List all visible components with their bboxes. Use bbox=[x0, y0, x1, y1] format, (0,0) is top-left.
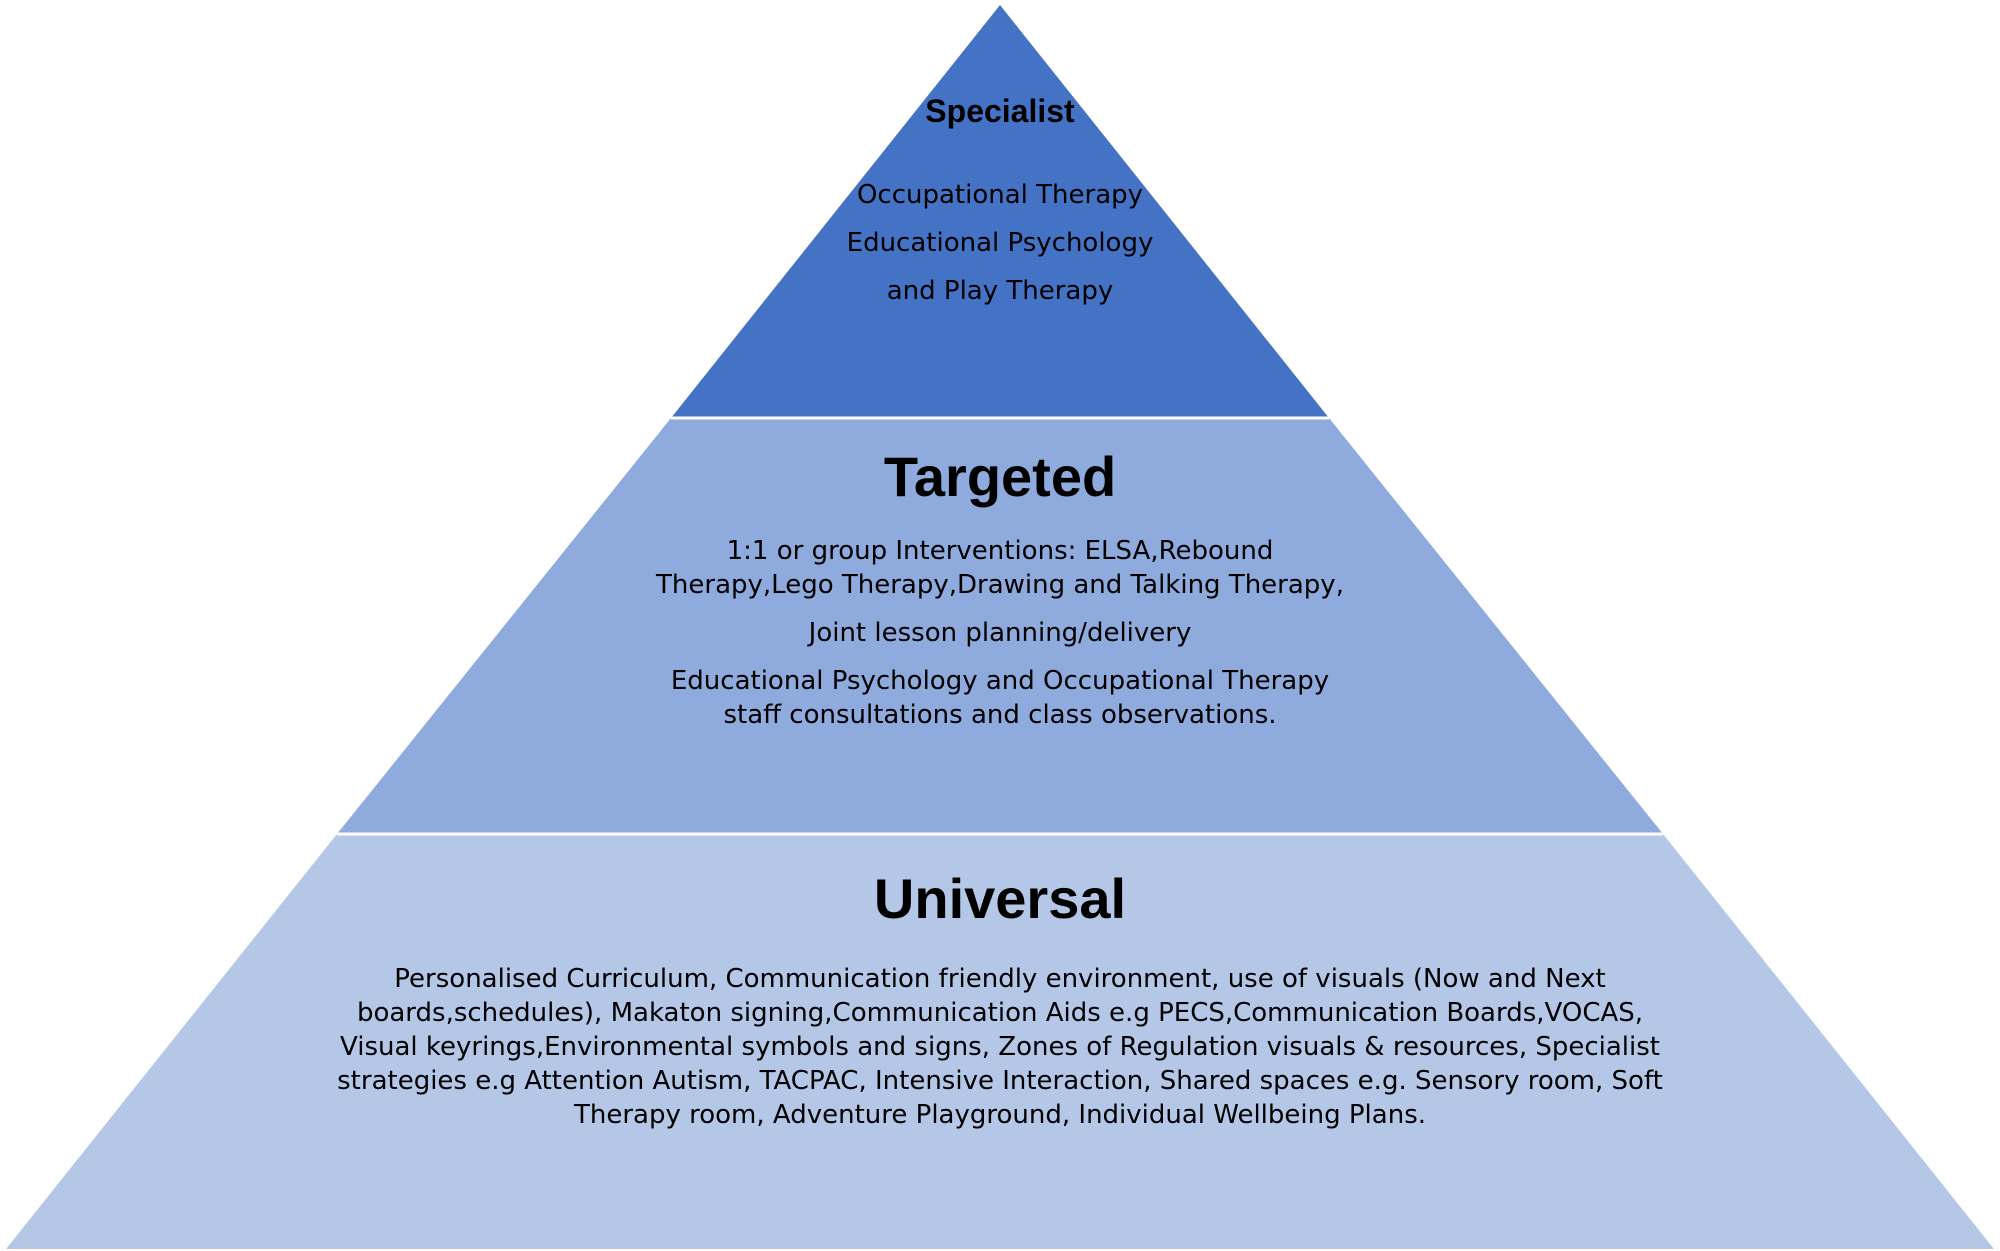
targeted-item: 1:1 or group Interventions: ELSA,Rebound… bbox=[656, 536, 1344, 600]
specialist-item: and Play Therapy bbox=[886, 276, 1114, 306]
targeted-title: Targeted bbox=[883, 445, 1117, 508]
specialist-title: Specialist bbox=[925, 93, 1075, 129]
specialist-tier: Specialist Occupational Therapy Educatio… bbox=[800, 91, 1200, 315]
specialist-items: Occupational Therapy Educational Psychol… bbox=[800, 171, 1200, 315]
universal-tier-shape bbox=[6, 834, 1994, 1249]
specialist-tier-shape bbox=[671, 5, 1329, 418]
specialist-item: Educational Psychology bbox=[846, 228, 1154, 258]
targeted-item: Educational Psychology and Occupational … bbox=[670, 666, 1330, 730]
targeted-item: Joint lesson planning/delivery bbox=[808, 618, 1192, 648]
targeted-tier: Targeted 1:1 or group Interventions: ELS… bbox=[560, 444, 1440, 746]
specialist-item: Occupational Therapy bbox=[856, 180, 1144, 210]
universal-title: Universal bbox=[873, 867, 1127, 930]
targeted-tier-shape bbox=[337, 418, 1663, 834]
universal-body: Personalised Curriculum, Communication f… bbox=[337, 964, 1663, 1130]
targeted-items: 1:1 or group Interventions: ELSA,Rebound… bbox=[560, 534, 1440, 732]
universal-tier: Universal Personalised Curriculum, Commu… bbox=[320, 866, 1680, 1132]
